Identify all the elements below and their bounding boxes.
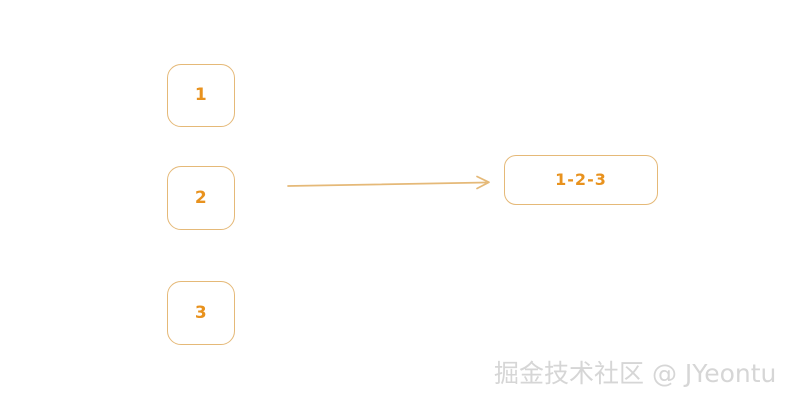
source-node-2-label: 2	[194, 187, 208, 208]
result-node[interactable]: 1-2-3	[504, 155, 658, 205]
source-node-3-label: 3	[194, 302, 208, 323]
source-node-3[interactable]: 3	[167, 281, 235, 345]
source-node-2[interactable]: 2	[167, 166, 235, 230]
watermark: 掘金技术社区 @ JYeontu	[494, 359, 777, 388]
source-node-1[interactable]: 1	[167, 64, 235, 127]
source-node-1-label: 1	[194, 85, 208, 105]
arrow-right-icon	[287, 175, 490, 190]
result-node-label: 1-2-3	[555, 170, 607, 189]
